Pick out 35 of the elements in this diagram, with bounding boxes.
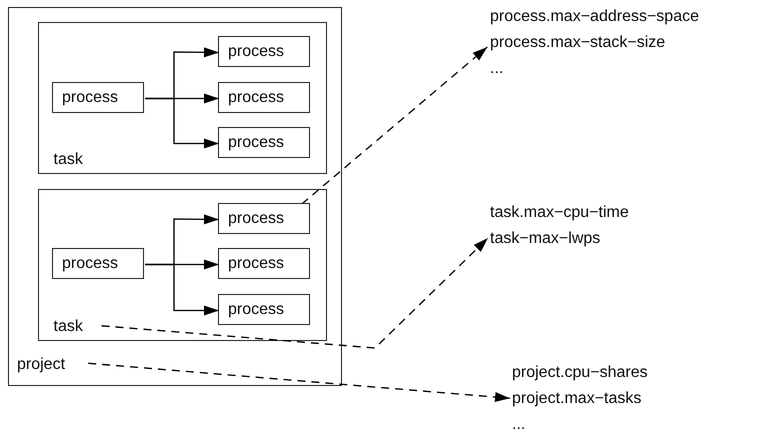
parameter-text: project.cpu−shares — [512, 363, 648, 383]
parameter-text: ... — [512, 415, 526, 435]
process-box — [218, 248, 310, 279]
parameter-text: task−max−lwps — [490, 229, 600, 249]
process-label: process — [228, 88, 284, 106]
container-box — [38, 22, 326, 174]
arrow — [88, 362, 510, 402]
container-label: task — [54, 318, 83, 336]
parameter-text: project.max−tasks — [512, 389, 642, 409]
process-box — [218, 82, 310, 113]
process-box — [52, 82, 144, 113]
parameter-text: ... — [490, 59, 504, 79]
process-label: process — [228, 300, 284, 318]
process-label: process — [228, 42, 284, 60]
process-box — [52, 248, 144, 279]
arrow — [102, 238, 488, 349]
process-label: process — [62, 88, 118, 106]
process-label: process — [228, 210, 284, 228]
arrow — [301, 46, 488, 204]
parameter-text: process.max−stack−size — [490, 33, 666, 53]
arrow — [145, 98, 219, 148]
arrow — [145, 264, 219, 316]
process-box — [218, 203, 310, 234]
parameter-text: task.max−cpu−time — [490, 203, 629, 223]
process-box — [218, 127, 310, 158]
parameter-text: process.max−address−space — [490, 7, 699, 27]
process-box — [218, 294, 310, 325]
container-box — [38, 188, 326, 340]
container-label: task — [54, 150, 83, 168]
process-label: process — [228, 254, 284, 272]
process-box — [218, 36, 310, 67]
process-label: process — [228, 134, 284, 152]
container-box — [8, 7, 342, 386]
container-label: project — [17, 356, 66, 374]
process-label: process — [62, 254, 118, 272]
